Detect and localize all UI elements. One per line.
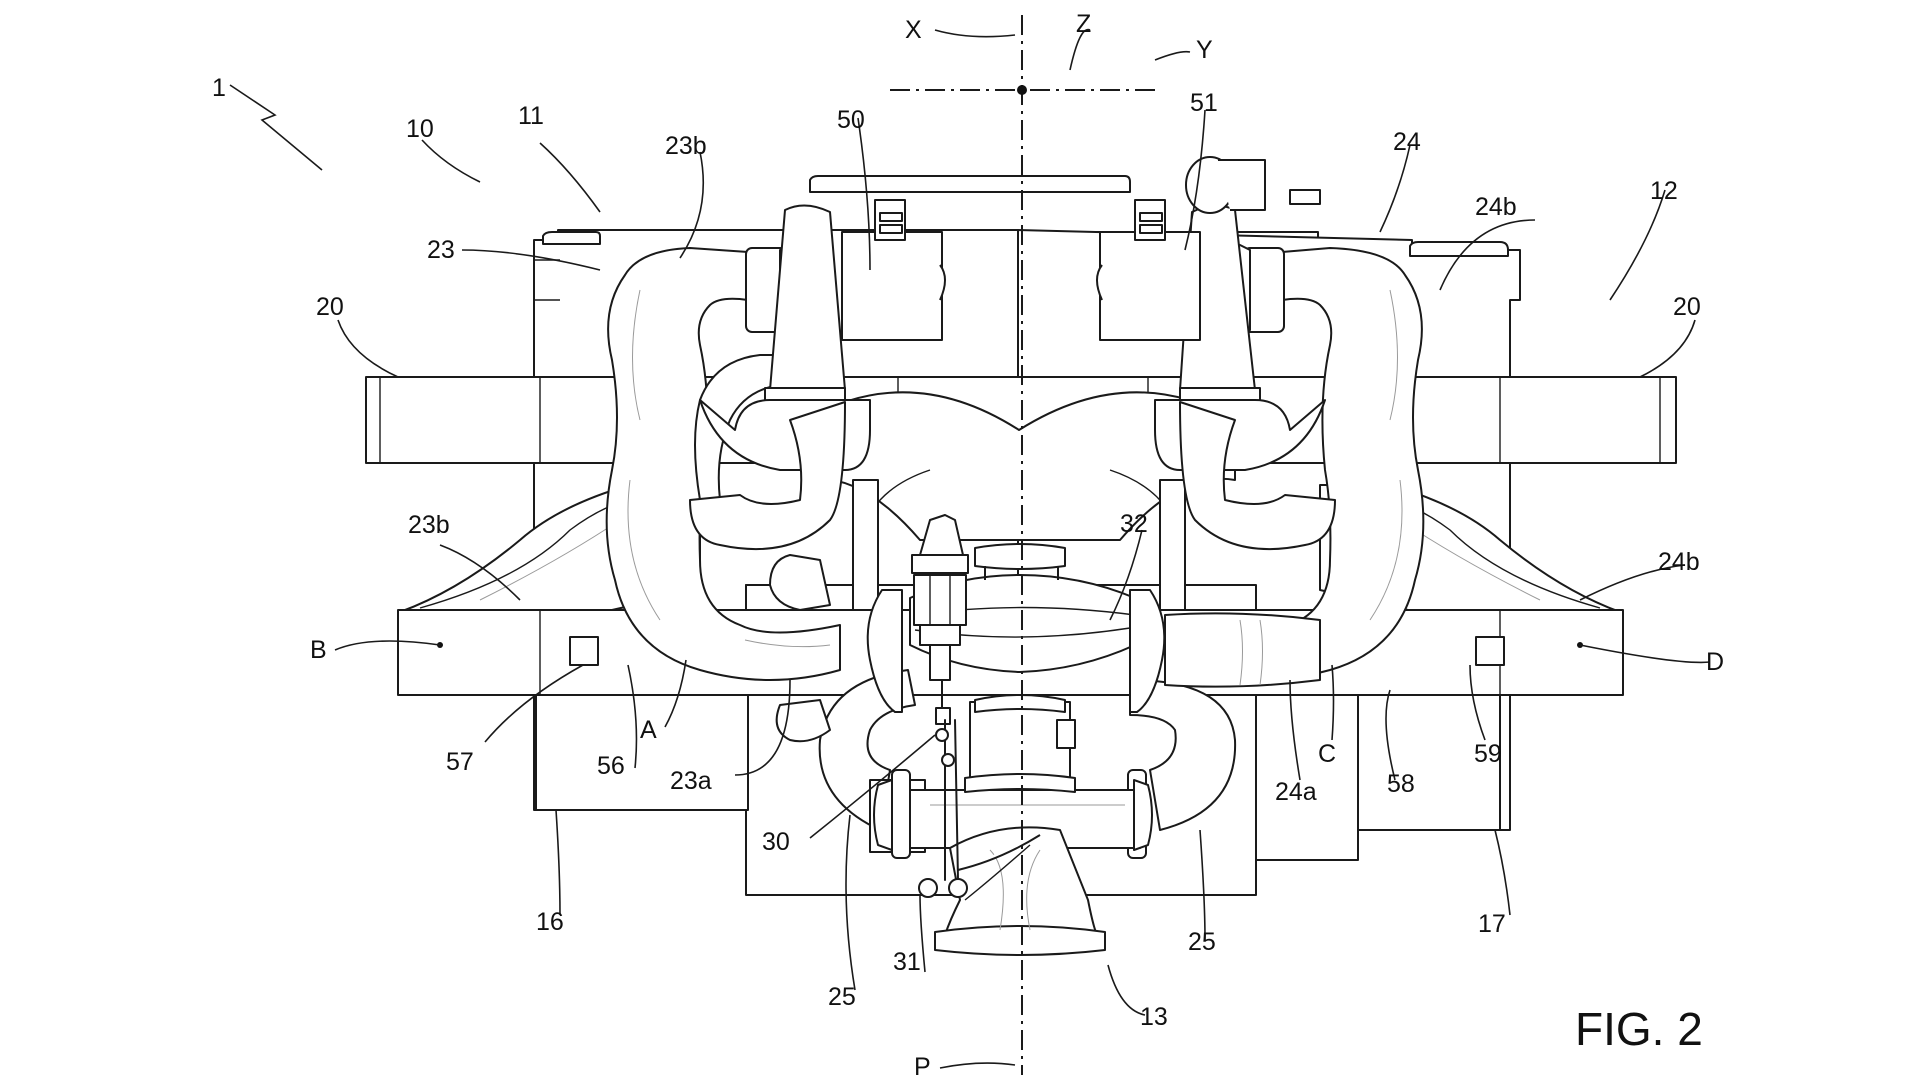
ref-31: 31: [893, 948, 921, 976]
ref-17: 17: [1478, 910, 1506, 938]
point-D: D: [1706, 648, 1724, 676]
ref-25-left: 25: [828, 983, 856, 1011]
point-A: A: [640, 716, 657, 744]
ref-30: 30: [762, 828, 790, 856]
plane-P: P: [914, 1053, 931, 1080]
ref-24a: 24a: [1275, 778, 1317, 806]
ref-10: 10: [406, 115, 434, 143]
ref-12: 12: [1650, 177, 1678, 205]
point-C: C: [1318, 740, 1336, 768]
block-59: [1476, 637, 1504, 665]
figure-caption: FIG. 2: [1575, 1003, 1703, 1055]
axis-Y: Y: [1196, 36, 1213, 64]
ref-25-right: 25: [1188, 928, 1216, 956]
ref-23a: 23a: [670, 767, 712, 795]
ref-23b-left: 23b: [408, 511, 450, 539]
ref-1: 1: [212, 74, 226, 102]
block-57: [570, 637, 598, 665]
ref-24b-right: 24b: [1658, 548, 1700, 576]
ref-20-left: 20: [316, 293, 344, 321]
point-B: B: [310, 636, 327, 664]
ref-13: 13: [1140, 1003, 1168, 1031]
ref-57: 57: [446, 748, 474, 776]
ref-11: 11: [518, 102, 544, 130]
sensor-50: [842, 200, 945, 340]
ref-16: 16: [536, 908, 564, 936]
ref-56: 56: [597, 752, 625, 780]
pipe-24a: [1165, 613, 1320, 686]
ref-20-right: 20: [1673, 293, 1701, 321]
ref-23: 23: [427, 236, 455, 264]
axis-X: X: [905, 16, 922, 44]
ref-32: 32: [1120, 510, 1148, 538]
ref-58: 58: [1387, 770, 1415, 798]
ref-24: 24: [1393, 128, 1421, 156]
ref-50: 50: [837, 106, 865, 134]
axis-Z: Z: [1076, 10, 1091, 38]
ref-23b-top: 23b: [665, 132, 707, 160]
ref-24b-top: 24b: [1475, 193, 1517, 221]
ref-51: 51: [1190, 89, 1218, 117]
ref-59: 59: [1474, 740, 1502, 768]
